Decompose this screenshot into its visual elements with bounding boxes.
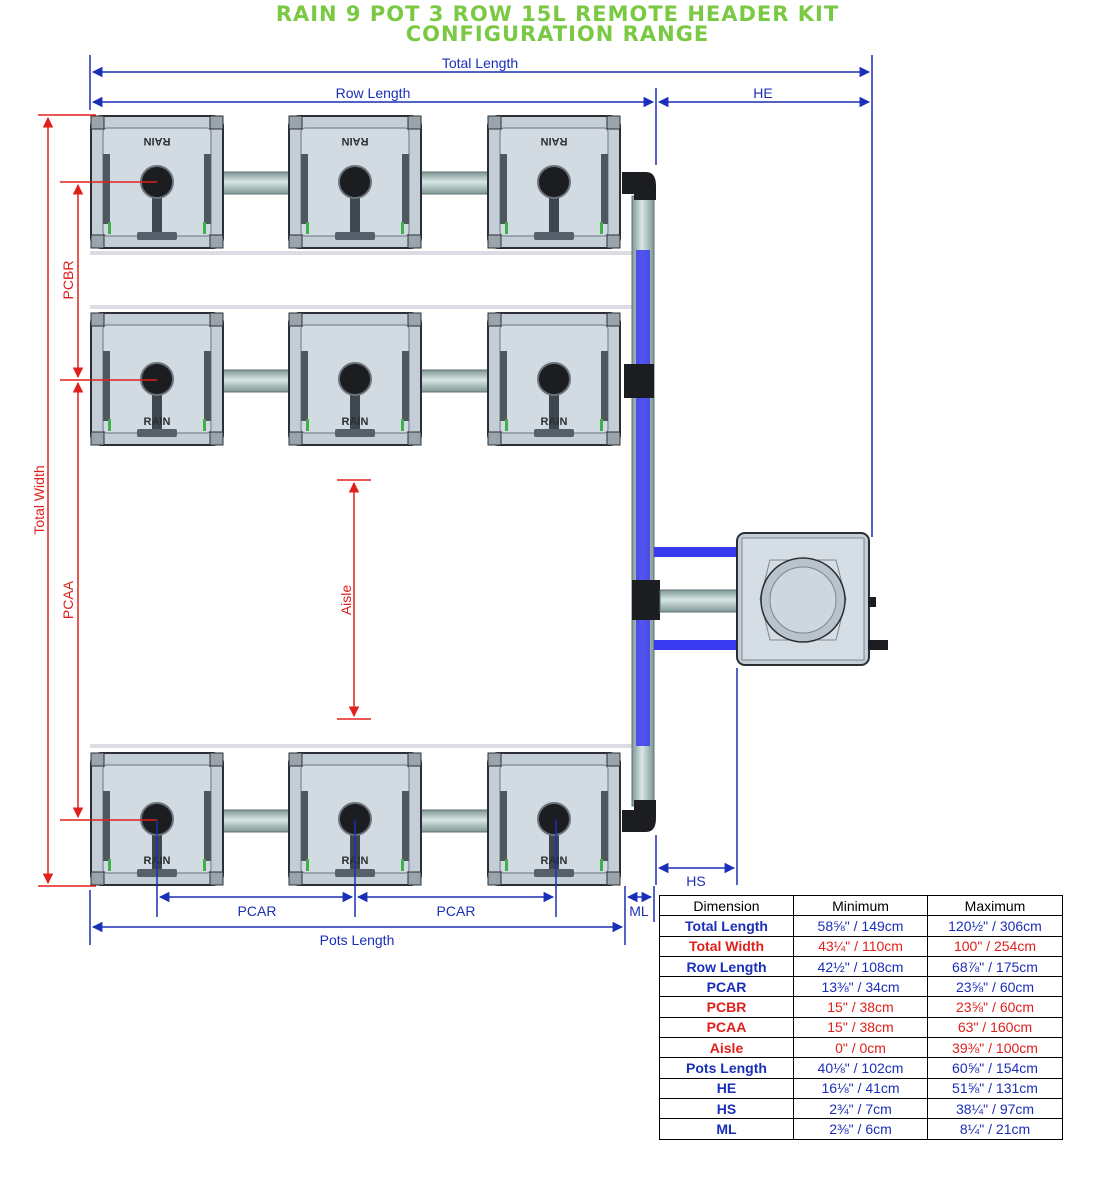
row-length-label: Row Length <box>336 85 411 101</box>
table-cell-max: 23⅝" / 60cm <box>927 976 1063 998</box>
he-label: HE <box>753 85 772 101</box>
table-cell-name: HS <box>659 1097 794 1120</box>
table-cell-name: HE <box>659 1077 794 1099</box>
table-cell-max: 120½" / 306cm <box>927 915 1063 937</box>
table-cell-name: ML <box>659 1118 794 1140</box>
total-width-label: Total Width <box>31 465 47 534</box>
pot-brand-text: RAIN <box>342 135 369 147</box>
table-cell-name: PCAR <box>659 976 794 998</box>
table-cell-max: 68⅞" / 175cm <box>927 955 1063 978</box>
diagram-title-line2: CONFIGURATION RANGE <box>405 22 710 46</box>
table-header-minimum: Minimum <box>793 894 928 917</box>
table-cell-min: 58⅝" / 149cm <box>793 915 928 937</box>
pcaa-label: PCAA <box>60 580 76 619</box>
table-cell-min: 0" / 0cm <box>793 1037 928 1059</box>
pot-brand-text: RAIN <box>541 416 568 428</box>
table-cell-name: PCBR <box>659 996 794 1018</box>
table-header-maximum: Maximum <box>927 894 1063 917</box>
table-cell-name: Pots Length <box>659 1057 794 1079</box>
hs-label: HS <box>686 873 705 889</box>
table-cell-min: 2¾" / 7cm <box>793 1097 928 1120</box>
table-cell-max: 8¼" / 21cm <box>927 1118 1063 1140</box>
pcar-label-2: PCAR <box>437 903 476 919</box>
table-header-dimension: Dimension <box>659 894 794 917</box>
table-cell-max: 39⅜" / 100cm <box>927 1037 1063 1059</box>
table-cell-min: 15" / 38cm <box>793 1016 928 1039</box>
table-cell-min: 42½" / 108cm <box>793 955 928 978</box>
pot-brand-text: RAIN <box>342 416 369 428</box>
table-cell-min: 13⅜" / 34cm <box>793 976 928 998</box>
reservoir-tank <box>736 532 888 666</box>
table-cell-min: 15" / 38cm <box>793 996 928 1018</box>
table-cell-min: 43¼" / 110cm <box>793 935 928 957</box>
ml-label: ML <box>629 903 649 919</box>
table-cell-name: Total Length <box>659 915 794 937</box>
table-cell-min: 2⅜" / 6cm <box>793 1118 928 1140</box>
table-cell-max: 100" / 254cm <box>927 935 1063 957</box>
table-cell-min: 40⅛" / 102cm <box>793 1057 928 1079</box>
pot-brand-text: RAIN <box>144 135 171 147</box>
table-cell-name: Total Width <box>659 935 794 957</box>
pots-length-label: Pots Length <box>320 932 395 948</box>
table-cell-name: Aisle <box>659 1037 794 1059</box>
pot-brand-text: RAIN <box>541 135 568 147</box>
table-cell-max: 23⅝" / 60cm <box>927 996 1063 1018</box>
pcar-label-1: PCAR <box>238 903 277 919</box>
pot-brand-text: RAIN <box>144 416 171 428</box>
table-cell-max: 51⅝" / 131cm <box>927 1077 1063 1099</box>
table-cell-max: 63" / 160cm <box>927 1016 1063 1039</box>
pot-brand-text: RAIN <box>541 855 568 867</box>
pcbr-label: PCBR <box>60 261 76 300</box>
total-length-label: Total Length <box>442 55 518 71</box>
aisle-label: Aisle <box>338 585 354 616</box>
table-cell-name: PCAA <box>659 1016 794 1039</box>
table-cell-max: 60⅝" / 154cm <box>927 1057 1063 1079</box>
table-cell-max: 38¼" / 97cm <box>927 1097 1063 1120</box>
table-cell-name: Row Length <box>659 955 794 978</box>
diagram-title-line1: RAIN 9 POT 3 ROW 15L REMOTE HEADER KIT <box>275 2 840 26</box>
table-cell-min: 16⅛" / 41cm <box>793 1077 928 1099</box>
table-header-row: Dimension Minimum Maximum <box>659 894 1063 917</box>
